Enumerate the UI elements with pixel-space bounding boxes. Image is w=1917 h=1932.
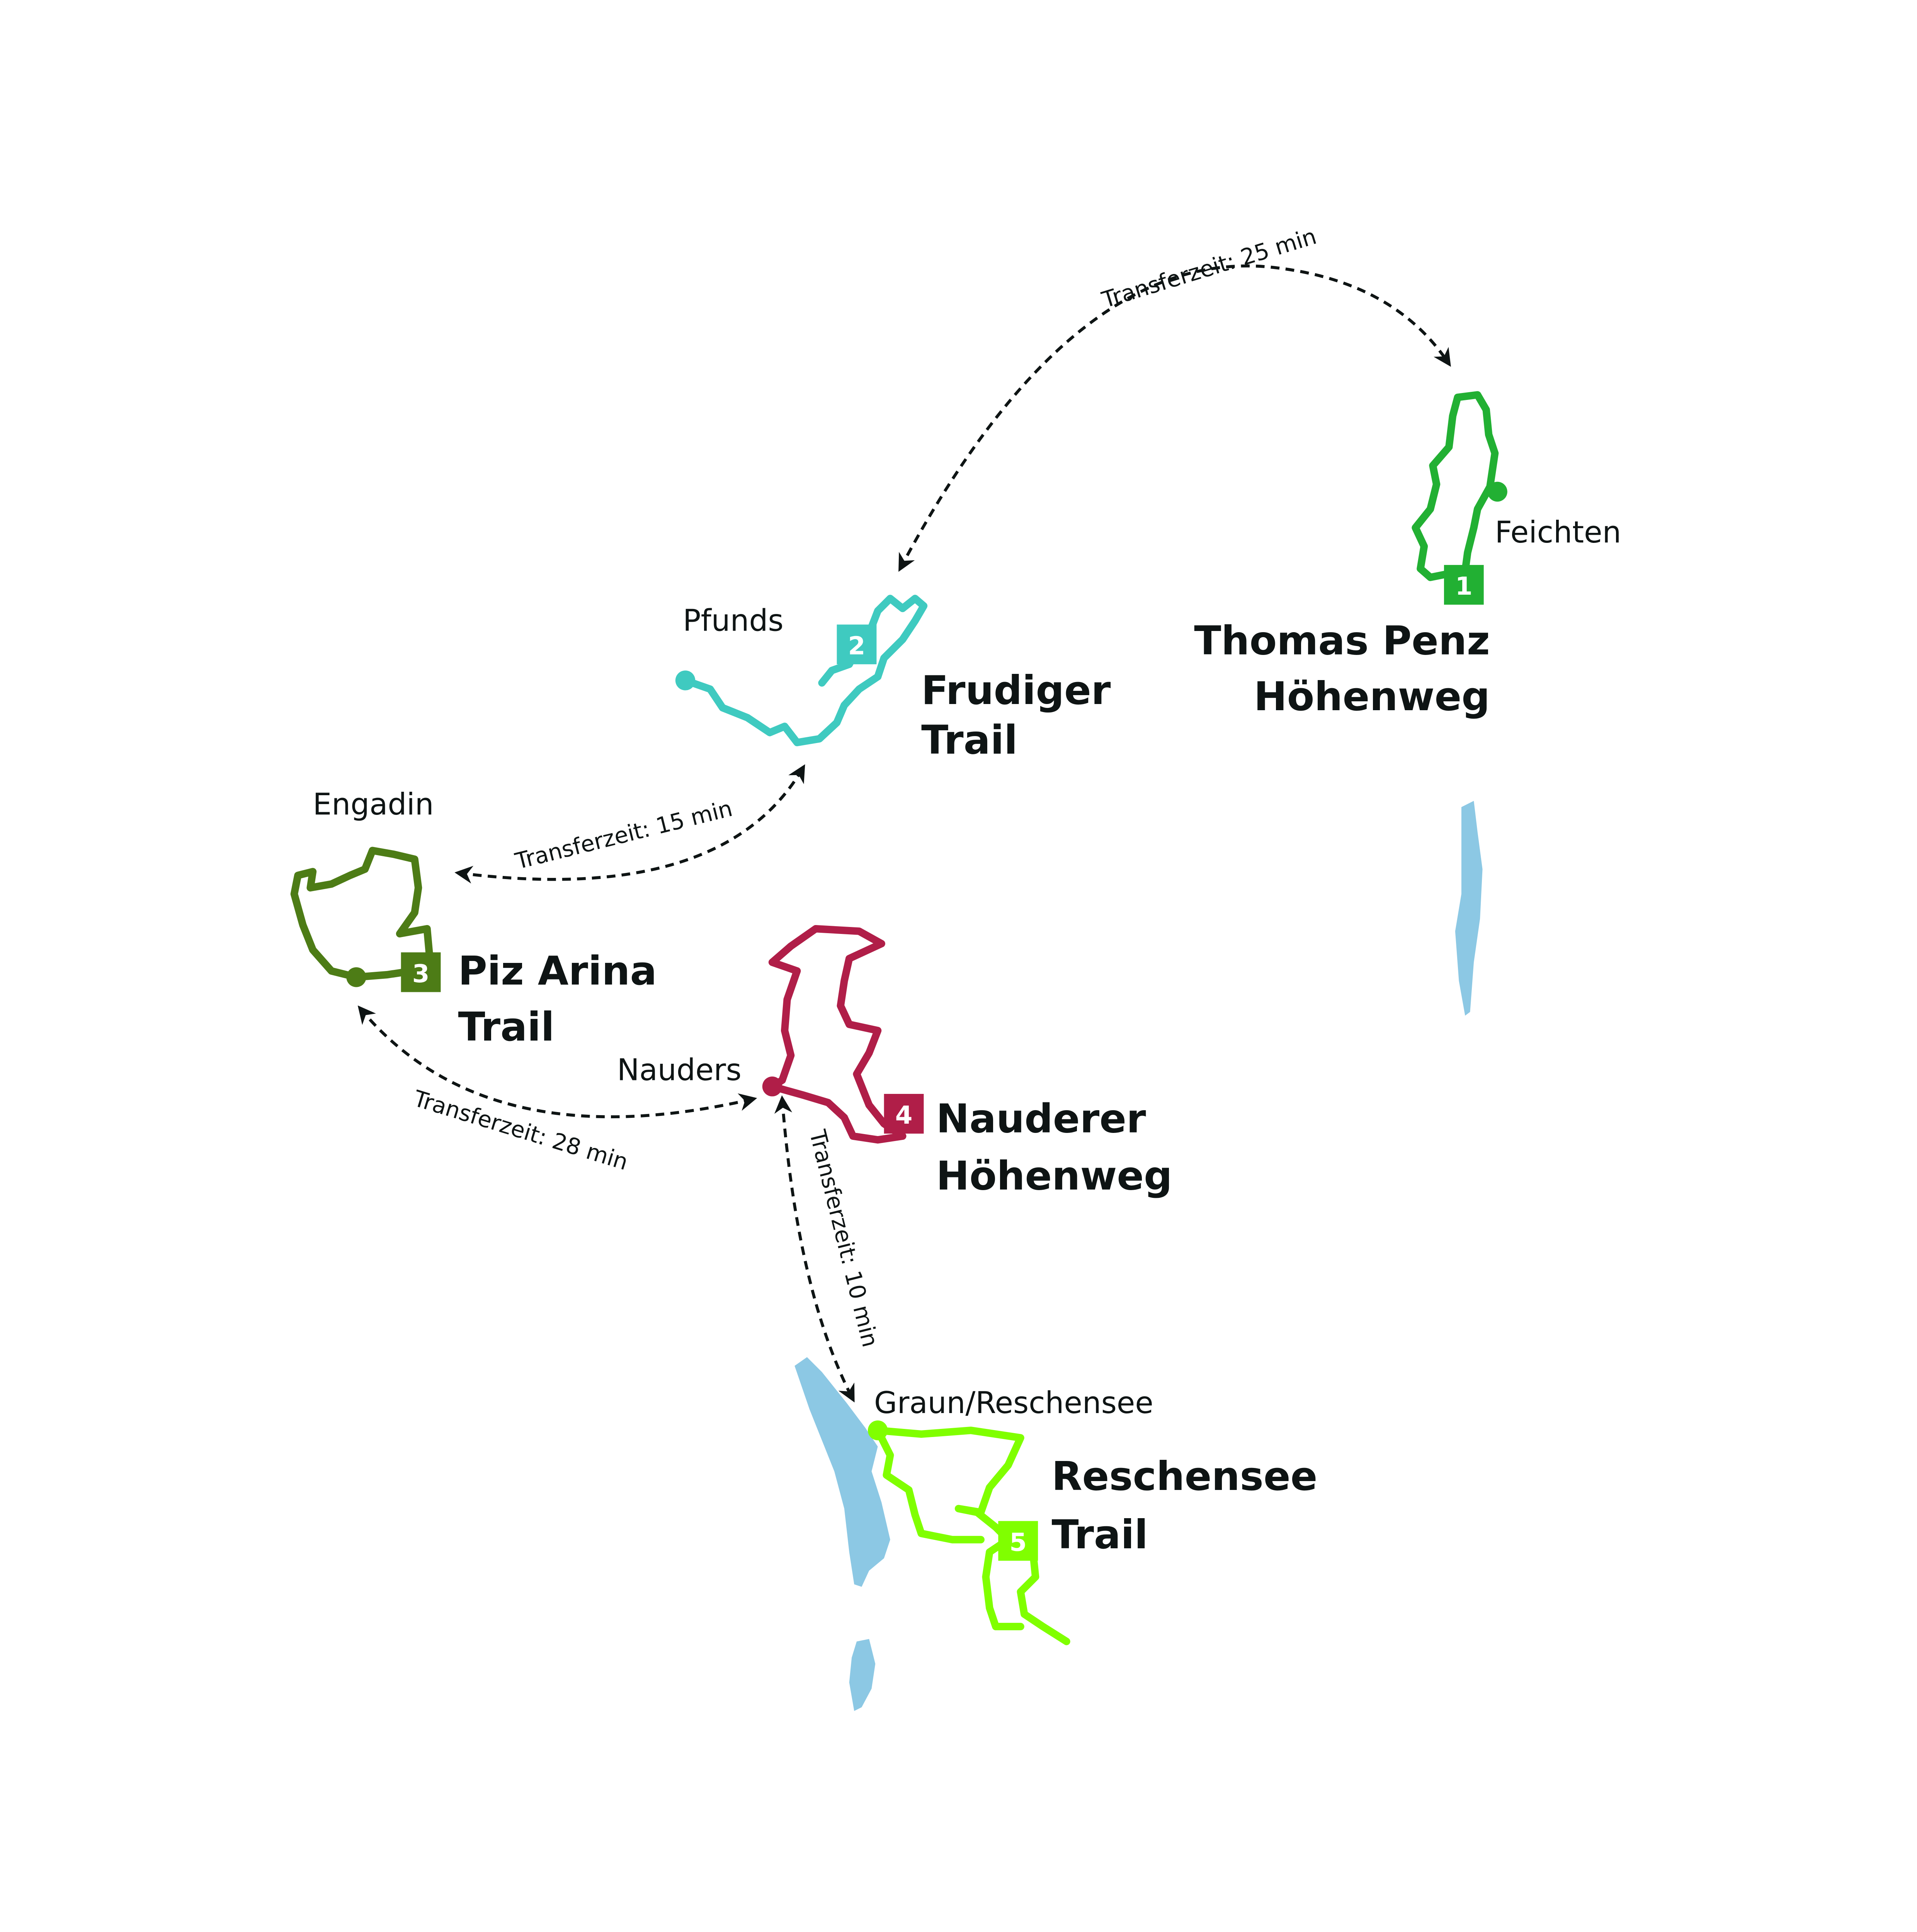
route-1-track xyxy=(1412,391,1499,581)
route-2-badge xyxy=(837,624,877,665)
route-3-start-dot xyxy=(346,967,366,987)
transfer-arrow-4-5 xyxy=(774,1095,855,1403)
route-4-start-dot xyxy=(762,1076,782,1097)
route-2-badge-number: 2 xyxy=(848,631,866,660)
route-3-title-line2: Trail xyxy=(458,1004,555,1050)
route-4-title-line2: Höhenweg xyxy=(936,1153,1172,1199)
route-1-title-line2: Höhenweg xyxy=(1254,674,1490,720)
route-3-track xyxy=(290,847,434,981)
route-3-badge xyxy=(401,952,441,992)
route-5-start-dot xyxy=(867,1420,888,1440)
route-4-badge-number: 4 xyxy=(895,1101,913,1130)
route-5-title-line2: Trail xyxy=(1052,1512,1148,1558)
route-5-badge-number: 5 xyxy=(1009,1528,1027,1557)
transfer-label-28: Transferzeit: 28 min xyxy=(410,1085,631,1175)
route-2-start-dot xyxy=(675,670,696,690)
route-2-title-line1: Frudiger xyxy=(921,668,1111,714)
route-3-badge-number: 3 xyxy=(412,959,430,988)
lake-reschensee xyxy=(794,1357,890,1587)
place-graun-reschensee: Graun/Reschensee xyxy=(874,1386,1153,1420)
route-4-title-line1: Nauderer xyxy=(936,1096,1146,1142)
lake-haidersee xyxy=(849,1639,876,1711)
place-engadin: Engadin xyxy=(313,787,434,822)
place-nauders: Nauders xyxy=(617,1053,742,1088)
transfer-arrow-1-2 xyxy=(898,264,1451,572)
place-pfunds: Pfunds xyxy=(683,603,784,638)
route-5-track xyxy=(874,1427,1070,1645)
route-3-title-line1: Piz Arina xyxy=(458,948,657,994)
route-1-badge xyxy=(1444,565,1484,605)
transfer-arrow-3-4 xyxy=(357,1005,757,1119)
route-4-badge xyxy=(884,1094,924,1134)
route-1-start-dot xyxy=(1487,481,1507,502)
route-1-badge-number: 1 xyxy=(1455,572,1473,601)
route-2-title-line2: Trail xyxy=(921,718,1017,764)
route-5-title-line1: Reschensee xyxy=(1052,1454,1318,1500)
route-5-badge xyxy=(998,1521,1038,1561)
place-feichten: Feichten xyxy=(1495,515,1621,550)
route-1-title-line1: Thomas Penz xyxy=(1194,618,1490,664)
transfer-label-10: Transferzeit: 10 min xyxy=(804,1127,884,1350)
route-4-track xyxy=(768,925,907,1144)
lake-north xyxy=(1455,801,1483,1016)
transfer-label-15: Transferzeit: 15 min xyxy=(512,795,735,875)
